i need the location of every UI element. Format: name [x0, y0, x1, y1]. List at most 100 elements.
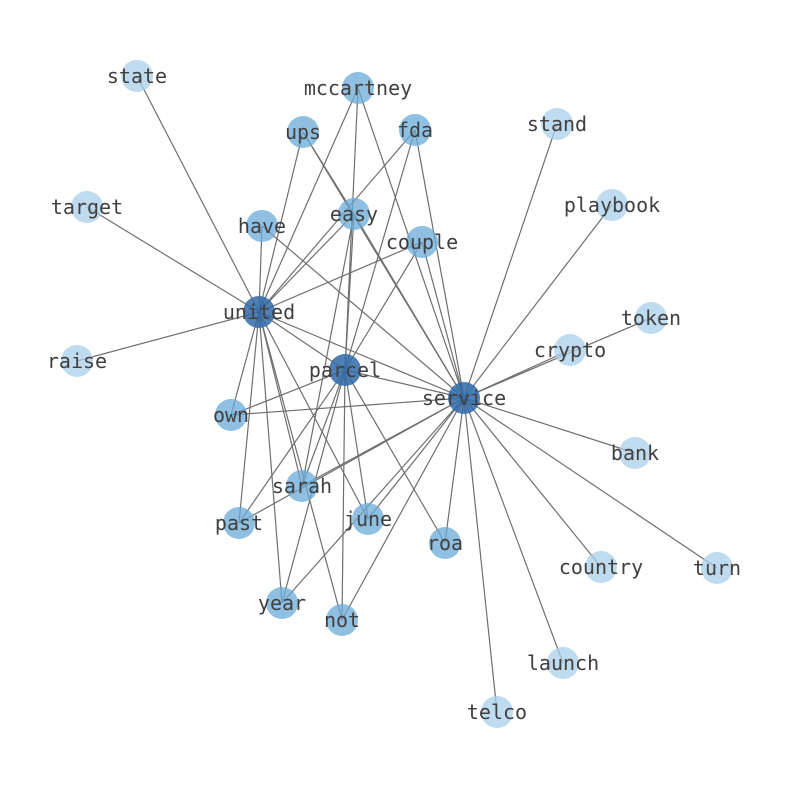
- node-circle-token[interactable]: [635, 302, 667, 334]
- edge-playbook-service: [463, 204, 613, 399]
- node-circle-year[interactable]: [266, 587, 298, 619]
- node-label-sarah: sarah: [272, 474, 332, 498]
- node-circle-target[interactable]: [71, 191, 103, 223]
- node-label-year: year: [258, 591, 306, 615]
- node-circle-playbook[interactable]: [596, 189, 628, 221]
- node-label-target: target: [51, 195, 123, 219]
- edge-united-sarah: [258, 311, 303, 487]
- edge-service-past: [238, 397, 465, 524]
- node-easy[interactable]: easy: [330, 198, 378, 230]
- node-label-june: june: [344, 507, 392, 531]
- node-circle-roa[interactable]: [429, 527, 461, 559]
- edge-parcel-sarah: [301, 369, 346, 487]
- node-circle-bank[interactable]: [619, 437, 651, 469]
- node-not[interactable]: not: [324, 604, 360, 636]
- node-year[interactable]: year: [258, 587, 306, 619]
- node-circle-have[interactable]: [246, 210, 278, 242]
- nodes-layer: state mccartney ups fda stand target have easy p…: [47, 60, 741, 728]
- edge-country-service: [463, 397, 602, 568]
- node-circle-fda[interactable]: [399, 114, 431, 146]
- node-have[interactable]: have: [238, 210, 286, 242]
- edge-launch-service: [463, 397, 564, 664]
- node-sarah[interactable]: sarah: [272, 470, 332, 502]
- node-launch[interactable]: launch: [527, 647, 599, 679]
- node-circle-parcel[interactable]: [329, 354, 361, 386]
- edge-stand-service: [463, 123, 558, 399]
- edge-turn-service: [463, 397, 718, 569]
- node-mccartney[interactable]: mccartney: [304, 72, 412, 104]
- node-label-crypto: crypto: [534, 338, 606, 362]
- node-label-bank: bank: [611, 441, 659, 465]
- node-telco[interactable]: telco: [467, 696, 527, 728]
- node-label-not: not: [324, 608, 360, 632]
- node-label-token: token: [621, 306, 681, 330]
- node-label-mccartney: mccartney: [304, 76, 412, 100]
- node-label-launch: launch: [527, 651, 599, 675]
- node-token[interactable]: token: [621, 302, 681, 334]
- edge-service-own: [230, 397, 465, 416]
- node-raise[interactable]: raise: [47, 345, 107, 377]
- node-service[interactable]: service: [422, 382, 506, 414]
- node-circle-june[interactable]: [352, 503, 384, 535]
- node-circle-state[interactable]: [121, 60, 153, 92]
- node-circle-launch[interactable]: [547, 647, 579, 679]
- node-state[interactable]: state: [107, 60, 167, 92]
- node-label-country: country: [559, 555, 643, 579]
- edge-state-united: [136, 75, 260, 313]
- node-label-fda: fda: [397, 118, 433, 142]
- node-circle-stand[interactable]: [541, 108, 573, 140]
- node-circle-crypto[interactable]: [554, 334, 586, 366]
- node-ups[interactable]: ups: [285, 116, 321, 148]
- node-label-united: united: [223, 300, 295, 324]
- node-fda[interactable]: fda: [397, 114, 433, 146]
- edge-ups-united: [258, 131, 304, 313]
- edge-easy-parcel: [344, 213, 355, 371]
- edge-fda-service: [414, 129, 465, 399]
- node-roa[interactable]: roa: [427, 527, 463, 559]
- node-circle-telco[interactable]: [481, 696, 513, 728]
- node-past[interactable]: past: [215, 507, 263, 539]
- node-circle-couple[interactable]: [406, 226, 438, 258]
- node-circle-ups[interactable]: [287, 116, 319, 148]
- node-june[interactable]: june: [344, 503, 392, 535]
- edge-parcel-past: [238, 369, 346, 524]
- node-stand[interactable]: stand: [527, 108, 587, 140]
- node-label-couple: couple: [386, 230, 458, 254]
- edge-bank-service: [463, 397, 636, 454]
- node-circle-turn[interactable]: [701, 552, 733, 584]
- edge-mccartney-united: [258, 87, 359, 313]
- edge-easy-sarah: [301, 213, 355, 487]
- node-circle-country[interactable]: [585, 551, 617, 583]
- node-bank[interactable]: bank: [611, 437, 659, 469]
- node-own[interactable]: own: [213, 399, 249, 431]
- node-circle-service[interactable]: [448, 382, 480, 414]
- edge-service-not: [341, 397, 465, 621]
- node-label-parcel: parcel: [309, 358, 381, 382]
- edge-telco-service: [463, 397, 498, 713]
- edge-united-parcel: [258, 311, 346, 371]
- node-circle-raise[interactable]: [61, 345, 93, 377]
- node-circle-past[interactable]: [223, 507, 255, 539]
- node-circle-united[interactable]: [243, 296, 275, 328]
- node-parcel[interactable]: parcel: [309, 354, 381, 386]
- node-circle-sarah[interactable]: [286, 470, 318, 502]
- node-target[interactable]: target: [51, 191, 123, 223]
- edge-parcel-not: [341, 369, 346, 621]
- node-circle-not[interactable]: [326, 604, 358, 636]
- node-label-telco: telco: [467, 700, 527, 724]
- node-united[interactable]: united: [223, 296, 295, 328]
- node-circle-own[interactable]: [215, 399, 247, 431]
- node-country[interactable]: country: [559, 551, 643, 583]
- node-label-turn: turn: [693, 556, 741, 580]
- node-couple[interactable]: couple: [386, 226, 458, 258]
- node-circle-easy[interactable]: [338, 198, 370, 230]
- node-label-raise: raise: [47, 349, 107, 373]
- node-crypto[interactable]: crypto: [534, 334, 606, 366]
- edge-parcel-own: [230, 369, 346, 416]
- edge-parcel-june: [344, 369, 369, 520]
- node-playbook[interactable]: playbook: [564, 189, 660, 221]
- edge-united-past: [238, 311, 260, 524]
- node-circle-mccartney[interactable]: [342, 72, 374, 104]
- node-turn[interactable]: turn: [693, 552, 741, 584]
